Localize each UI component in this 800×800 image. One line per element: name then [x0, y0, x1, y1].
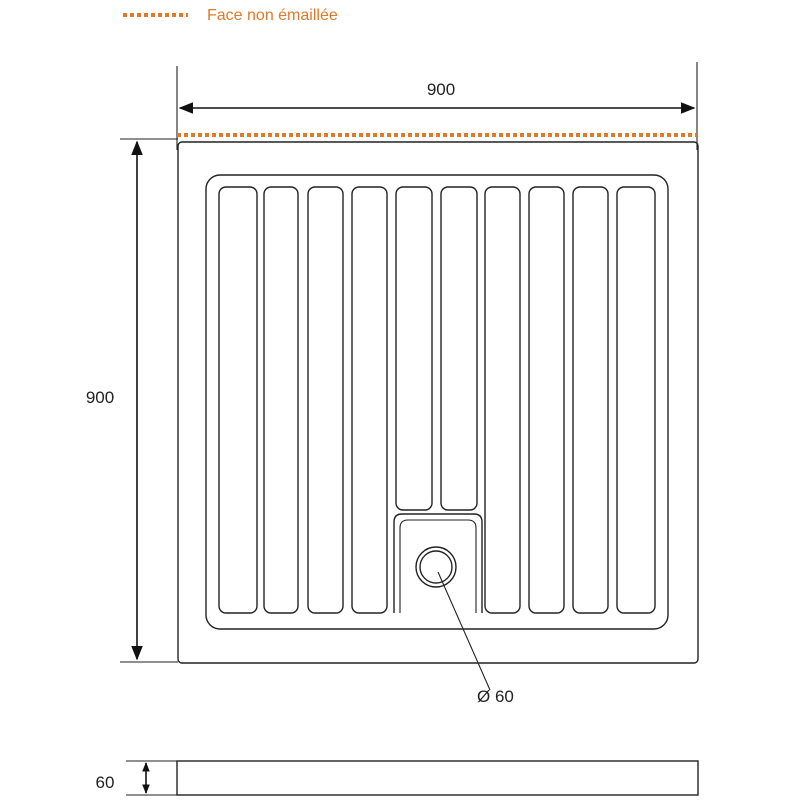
rib [616, 186, 656, 614]
rib-short [395, 186, 433, 511]
drain-recess-inner [399, 519, 477, 613]
rib [218, 186, 258, 614]
drain-area [393, 513, 483, 613]
depth-dimension: 900 [86, 138, 178, 663]
legend: Face non émaillée [123, 7, 338, 24]
drain-diameter-label: Ø 60 [477, 687, 514, 706]
rib-short [440, 186, 478, 511]
side-elevation: 60 [96, 760, 699, 796]
rib [263, 186, 299, 614]
rib [572, 186, 609, 614]
tray-side-profile [176, 760, 699, 796]
anti-slip-ribs [218, 186, 656, 614]
rib [351, 186, 388, 614]
tray-outer-edge [177, 141, 699, 664]
width-label: 900 [427, 80, 455, 99]
drain-outlet [415, 546, 457, 588]
drain-outlet-inner [419, 550, 453, 584]
depth-label: 900 [86, 388, 114, 407]
drain-recess-outer [393, 513, 483, 613]
drain-leader-line [437, 571, 491, 691]
tray-plan: Ø 60 [177, 141, 699, 706]
tray-inner-basin [205, 174, 669, 630]
height-label: 60 [96, 773, 115, 792]
rib [484, 186, 521, 614]
rib [528, 186, 565, 614]
rib [307, 186, 344, 614]
legend-label: Face non émaillée [207, 7, 338, 24]
